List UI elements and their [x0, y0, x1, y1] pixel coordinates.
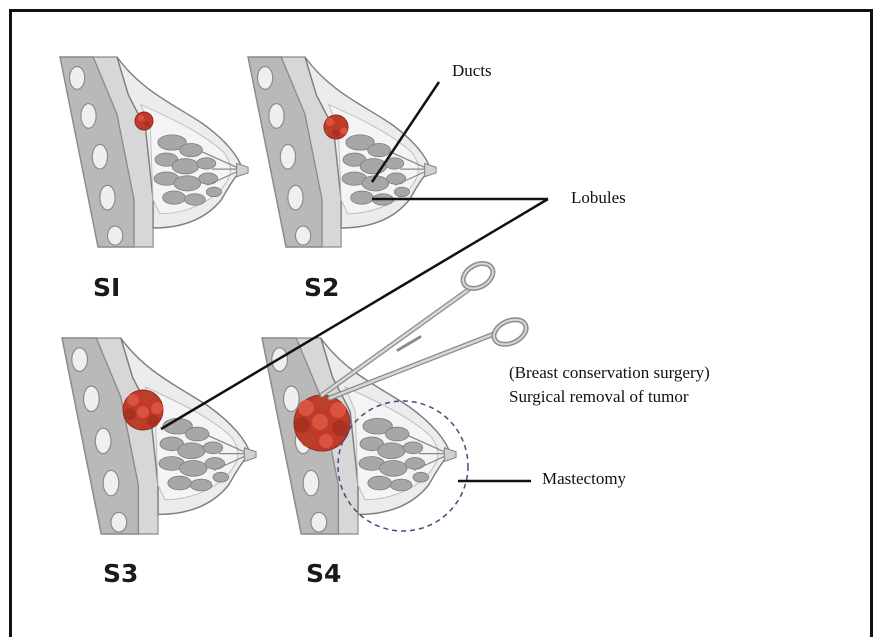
tumor-s1	[135, 112, 153, 130]
tumor-s2	[324, 115, 348, 139]
surgery-label-line2: Surgical removal of tumor	[509, 387, 689, 406]
stage-label-s2: S2	[304, 273, 339, 302]
ducts-label: Ducts	[452, 61, 492, 80]
breast-section-s3	[62, 338, 256, 534]
stage-label-s1: SI	[93, 273, 120, 302]
tumor-s4	[294, 394, 350, 451]
stage-label-s4: S4	[306, 559, 341, 588]
breast-section-s1	[60, 57, 248, 247]
mastectomy-label: Mastectomy	[542, 469, 627, 488]
lobules-label: Lobules	[571, 188, 626, 207]
tumor-s3	[123, 390, 163, 430]
surgery-label-line1: (Breast conservation surgery)	[509, 363, 710, 382]
stage-label-s3: S3	[103, 559, 138, 588]
breast-section-s2	[248, 57, 436, 247]
